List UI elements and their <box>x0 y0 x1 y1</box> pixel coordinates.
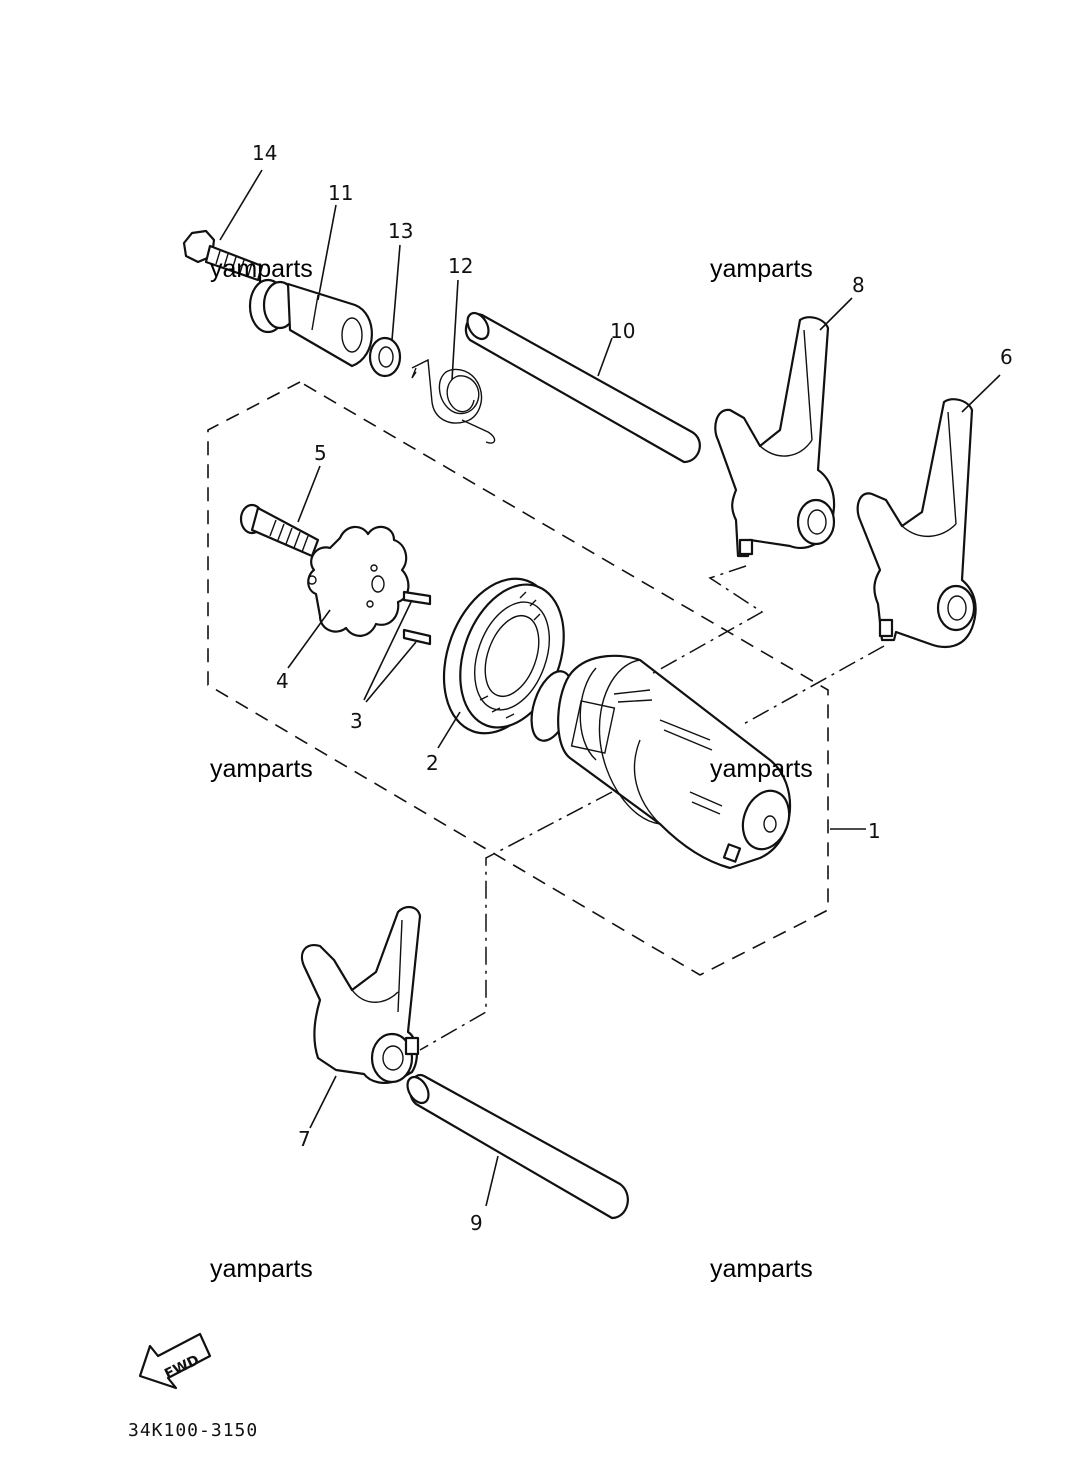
part-6-shift-fork <box>856 398 977 648</box>
alignment-line-8 <box>647 565 764 677</box>
leader-9 <box>485 1155 499 1207</box>
part-1-shift-drum <box>530 654 792 870</box>
part-3-pins <box>402 590 432 646</box>
callout-5: 5 <box>314 441 327 465</box>
leader-5 <box>297 465 321 523</box>
callout-11: 11 <box>328 181 353 205</box>
callout-3: 3 <box>350 709 363 733</box>
leader-2 <box>437 711 461 749</box>
watermark-bottom-left: yamparts <box>210 1255 313 1283</box>
part-5-screw <box>239 503 320 558</box>
leader-3a <box>363 599 413 701</box>
part-13-collar <box>368 336 402 378</box>
alignment-line-7 <box>419 791 613 1051</box>
callout-13: 13 <box>388 219 413 243</box>
watermark-bottom-right: yamparts <box>710 1255 813 1283</box>
callout-2: 2 <box>426 751 439 775</box>
callout-1: 1 <box>868 819 881 843</box>
leader-12 <box>451 279 459 381</box>
watermark-mid-right: yamparts <box>710 755 813 783</box>
watermark-top-right: yamparts <box>710 255 813 283</box>
fwd-arrow-icon: FWD <box>138 1332 212 1390</box>
leader-4 <box>287 609 331 669</box>
callout-6: 6 <box>1000 345 1013 369</box>
assembly-boundary <box>207 381 829 976</box>
part-12-spring <box>411 358 496 444</box>
leader-14 <box>219 169 263 241</box>
callout-9: 9 <box>470 1211 483 1235</box>
callout-8: 8 <box>852 273 865 297</box>
part-7-shift-fork <box>300 906 422 1084</box>
part-8-shift-fork <box>714 316 836 558</box>
watermark-mid-left: yamparts <box>210 755 313 783</box>
callout-14: 14 <box>252 141 277 165</box>
watermark-top-left: yamparts <box>210 255 313 283</box>
leader-3b <box>365 641 417 703</box>
callout-12: 12 <box>448 254 473 278</box>
leader-8 <box>819 297 853 331</box>
callout-10: 10 <box>610 319 635 343</box>
callout-4: 4 <box>276 669 289 693</box>
leader-6 <box>961 374 1001 413</box>
part-14-bolt <box>182 229 264 282</box>
callout-7: 7 <box>298 1127 311 1151</box>
leader-10 <box>597 337 613 377</box>
alignment-line-6 <box>739 645 885 727</box>
diagram-code: 34K100-3150 <box>128 1420 259 1441</box>
part-9-shaft <box>406 1073 629 1220</box>
leader-13 <box>391 244 401 341</box>
part-11-lever <box>248 278 373 368</box>
part-10-shaft <box>464 311 701 464</box>
part-4-segment <box>307 525 410 637</box>
leader-11 <box>317 204 337 301</box>
leader-7 <box>309 1075 337 1129</box>
